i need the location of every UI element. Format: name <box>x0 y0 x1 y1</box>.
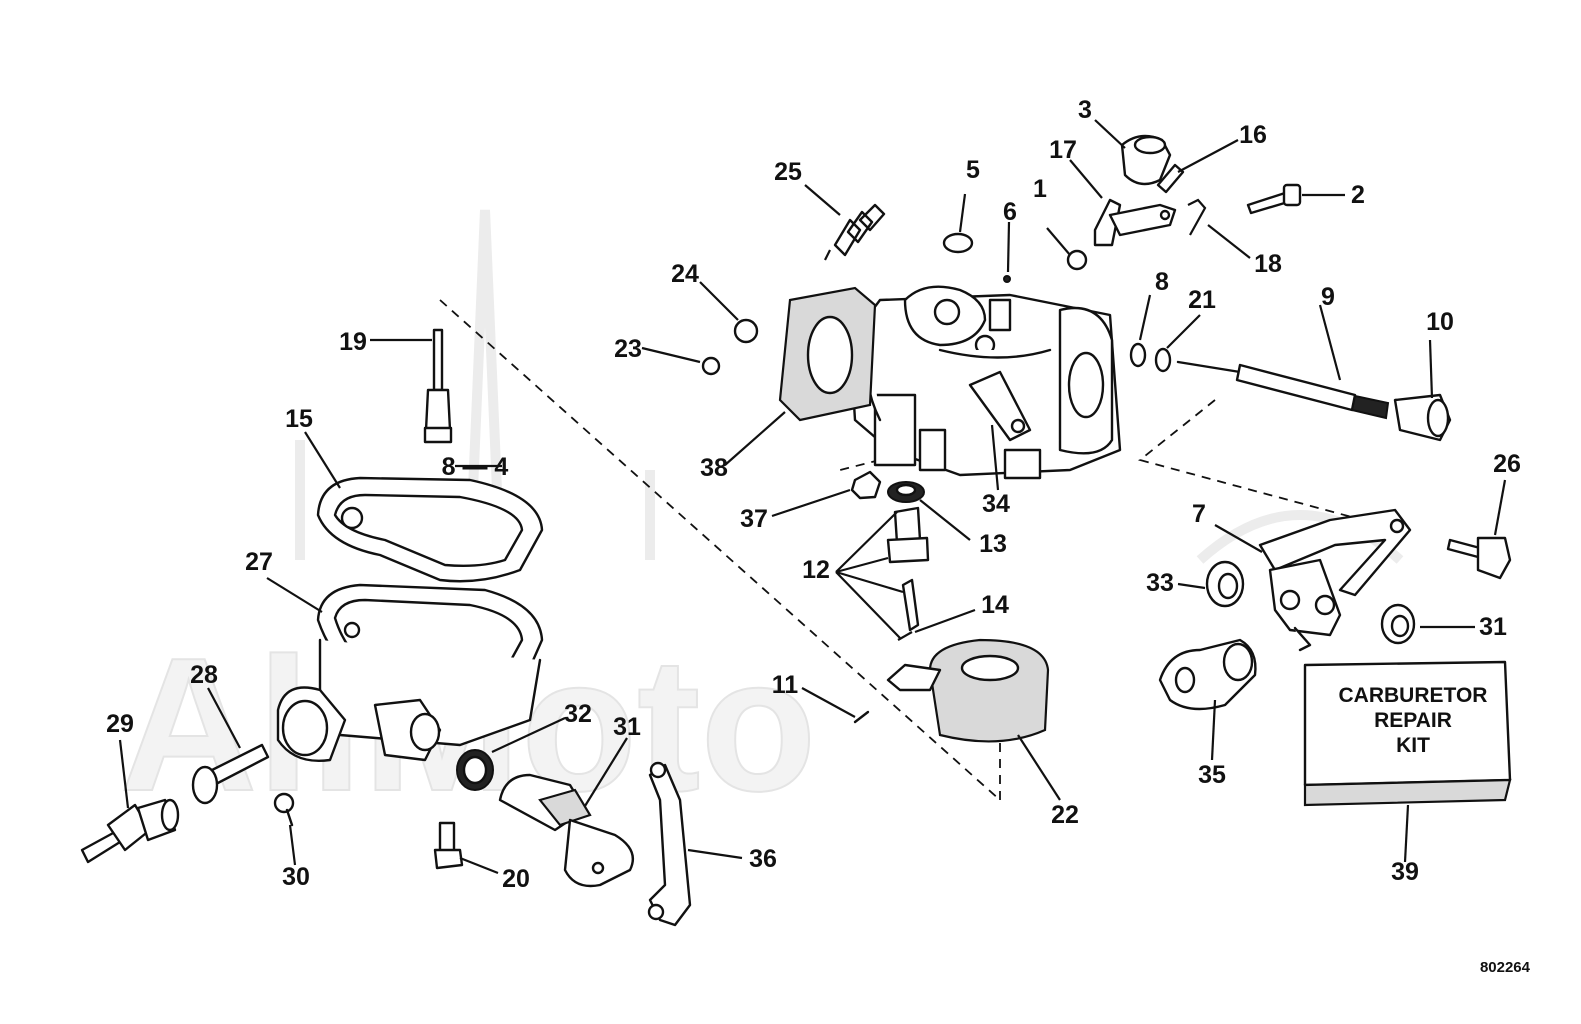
part-6-ball <box>1003 275 1011 283</box>
callout-24: 24 <box>671 260 699 288</box>
callout-13: 13 <box>979 530 1007 558</box>
callout-38: 38 <box>700 454 728 482</box>
part-28-pin <box>191 743 270 805</box>
part-5-plug <box>942 232 974 254</box>
callout-21: 21 <box>1188 286 1216 314</box>
part-14-pin <box>897 631 913 641</box>
part-37-nut <box>850 470 882 500</box>
part-38-flange-gasket <box>778 286 877 422</box>
part-19-needle <box>423 328 453 444</box>
part-13-seal <box>887 481 925 503</box>
callout-31-left: 31 <box>613 713 641 741</box>
kit-label-line1: CARBURETOR <box>1339 684 1488 707</box>
callout-12: 12 <box>802 556 830 584</box>
part-8-washer <box>1129 342 1147 368</box>
callout-labels: 1 2 3 8 — 4 5 6 7 8 9 10 11 12 13 14 15 … <box>106 96 1521 893</box>
part-1-washer <box>1066 249 1088 271</box>
callout-11: 11 <box>772 671 799 699</box>
part-12-valve-seat <box>886 506 930 564</box>
callout-15: 15 <box>285 405 313 433</box>
callout-25: 25 <box>774 158 802 186</box>
callout-6: 6 <box>1003 198 1017 226</box>
callout-5: 5 <box>966 156 980 184</box>
callout-17: 17 <box>1049 136 1077 164</box>
part-30-screw <box>273 792 295 827</box>
part-36-choke-lever <box>647 761 692 927</box>
part-21-washer <box>1154 347 1172 373</box>
callout-29: 29 <box>106 710 134 738</box>
callout-1: 1 <box>1033 175 1047 203</box>
part-2-screw <box>1246 183 1302 215</box>
part-35-elbow <box>1158 638 1257 711</box>
part-27-float-bowl <box>276 583 544 762</box>
part-17-lever <box>1093 198 1177 247</box>
part-25-spring <box>824 203 886 261</box>
part-31-bushing-right <box>1380 603 1416 645</box>
callout-28: 28 <box>190 661 218 689</box>
part-33-bushing <box>1205 560 1245 608</box>
callout-33: 33 <box>1146 569 1174 597</box>
part-32-o-ring <box>456 749 494 791</box>
kit-label-line3: KIT <box>1396 734 1430 757</box>
callout-36: 36 <box>749 845 777 873</box>
callout-18: 18 <box>1254 250 1282 278</box>
callout-23: 23 <box>614 335 642 363</box>
part-29-fuel-fitting <box>80 798 180 864</box>
drawing-reference-number: 802264 <box>1480 959 1531 976</box>
callout-37: 37 <box>740 505 768 533</box>
callout-27: 27 <box>245 548 273 576</box>
part-11-pin <box>853 710 870 724</box>
part-22-float <box>886 638 1050 743</box>
callout-8: 8 <box>1155 268 1169 296</box>
callout-22: 22 <box>1051 801 1079 829</box>
part-9-needle <box>1176 360 1390 420</box>
part-26-screw <box>1446 536 1512 580</box>
callout-35: 35 <box>1198 761 1226 789</box>
leader-lines <box>118 119 1507 875</box>
callout-16: 16 <box>1239 121 1267 149</box>
part-16-screw <box>1156 163 1185 194</box>
part-20-screw <box>433 821 464 870</box>
part-7-bracket <box>1258 508 1412 652</box>
callout-39: 39 <box>1391 858 1419 886</box>
part-18-link <box>1187 198 1207 236</box>
callout-2: 2 <box>1351 181 1365 209</box>
callout-10: 10 <box>1426 308 1454 336</box>
part-24-washer <box>733 318 759 344</box>
callout-26: 26 <box>1493 450 1521 478</box>
callout-30: 30 <box>282 863 310 891</box>
callout-34: 34 <box>982 490 1010 518</box>
kit-label-line2: REPAIR <box>1374 709 1452 732</box>
part-3-knob <box>1120 134 1172 186</box>
callout-20: 20 <box>502 865 530 893</box>
part-23-washer <box>701 356 721 376</box>
callout-7: 7 <box>1192 500 1206 528</box>
callout-19: 19 <box>339 328 367 356</box>
callout-8-4: 8 — 4 <box>442 453 509 481</box>
part-31-choke-valve <box>498 773 635 888</box>
part-10-plug <box>1393 393 1452 442</box>
callout-32: 32 <box>564 700 592 728</box>
callout-9: 9 <box>1321 283 1335 311</box>
part-12-needle <box>901 578 920 632</box>
callout-31-right: 31 <box>1479 613 1507 641</box>
callout-14: 14 <box>981 591 1009 619</box>
carburetor-body <box>848 285 1122 480</box>
part-39-carburetor-repair-kit: CARBURETOR REPAIR KIT <box>1303 660 1512 807</box>
callout-3: 3 <box>1078 96 1092 124</box>
part-15-bowl-gasket <box>316 476 544 583</box>
